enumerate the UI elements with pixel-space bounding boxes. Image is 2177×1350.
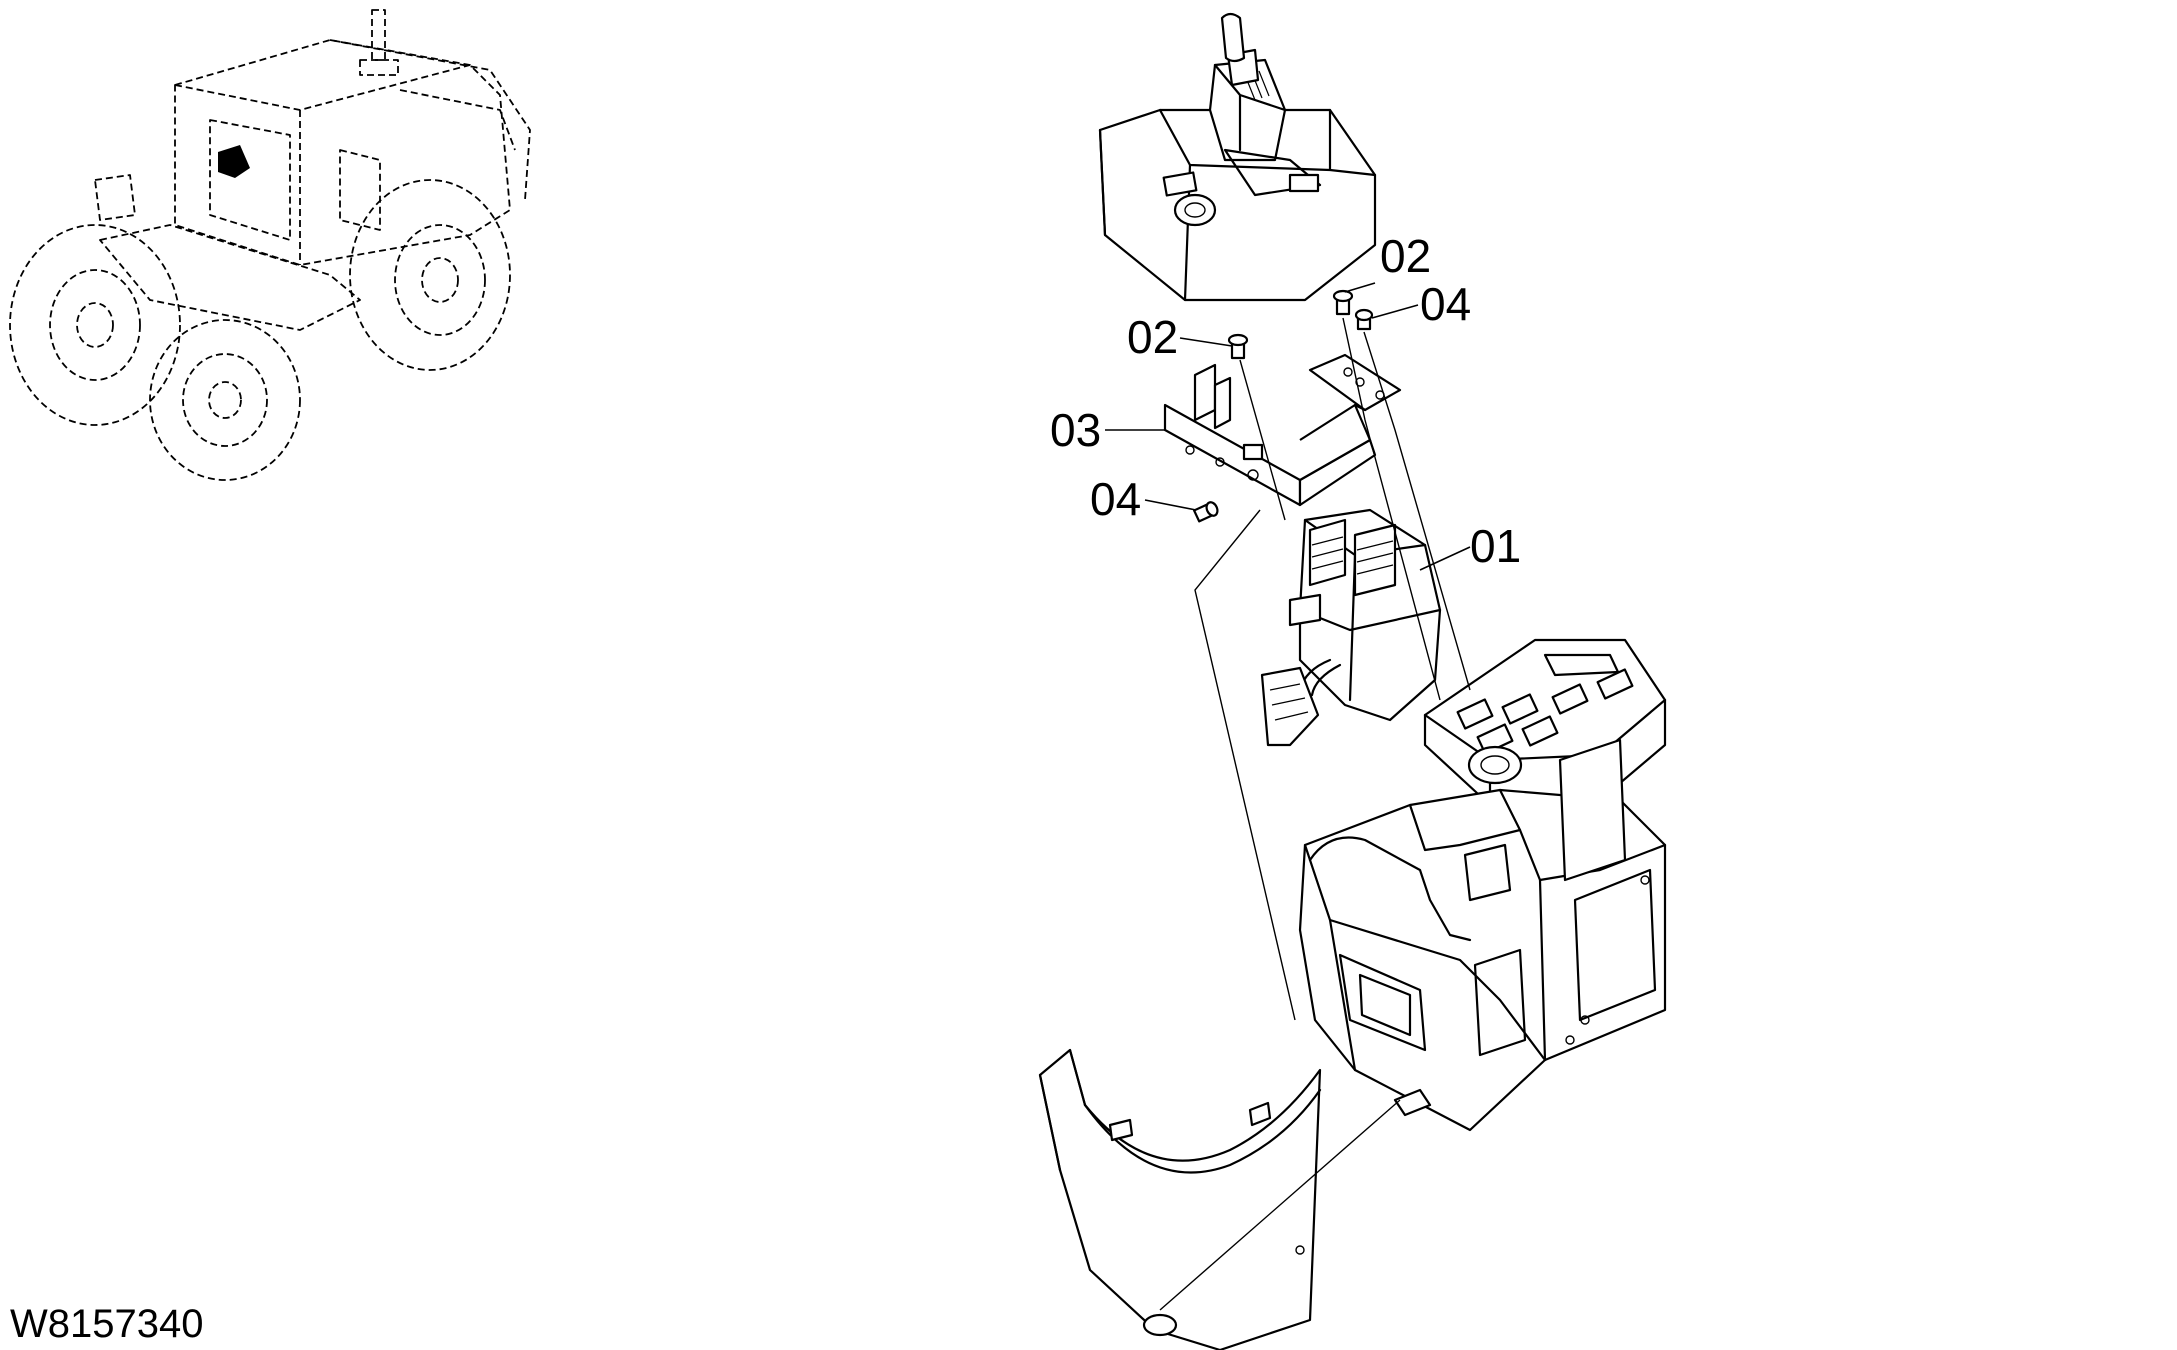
bolt-02-right [1332,289,1354,316]
switch-module-01 [1260,508,1442,747]
bolt-04-left [1193,501,1219,523]
bolt-02-left [1227,333,1249,360]
callout-02-right: 02 [1380,230,1431,282]
assembly-lines [1159,317,1471,1311]
highlighted-console-marker [218,145,250,178]
drawing-code: W8157340 [10,1302,203,1346]
console-front-cover [1038,1048,1322,1350]
callout-04-left: 04 [1090,473,1141,525]
bolt-04-right [1354,308,1374,331]
callout-01: 01 [1470,520,1521,572]
callout-04-right: 04 [1420,278,1471,330]
tractor-overview-illustration [9,9,531,481]
console-housing [1298,638,1667,1132]
callout-02-left: 02 [1127,311,1178,363]
mounting-bracket-03 [1163,353,1402,507]
callout-leaders [1105,282,1471,571]
callout-03: 03 [1050,404,1101,456]
joystick-housing [1098,12,1377,302]
